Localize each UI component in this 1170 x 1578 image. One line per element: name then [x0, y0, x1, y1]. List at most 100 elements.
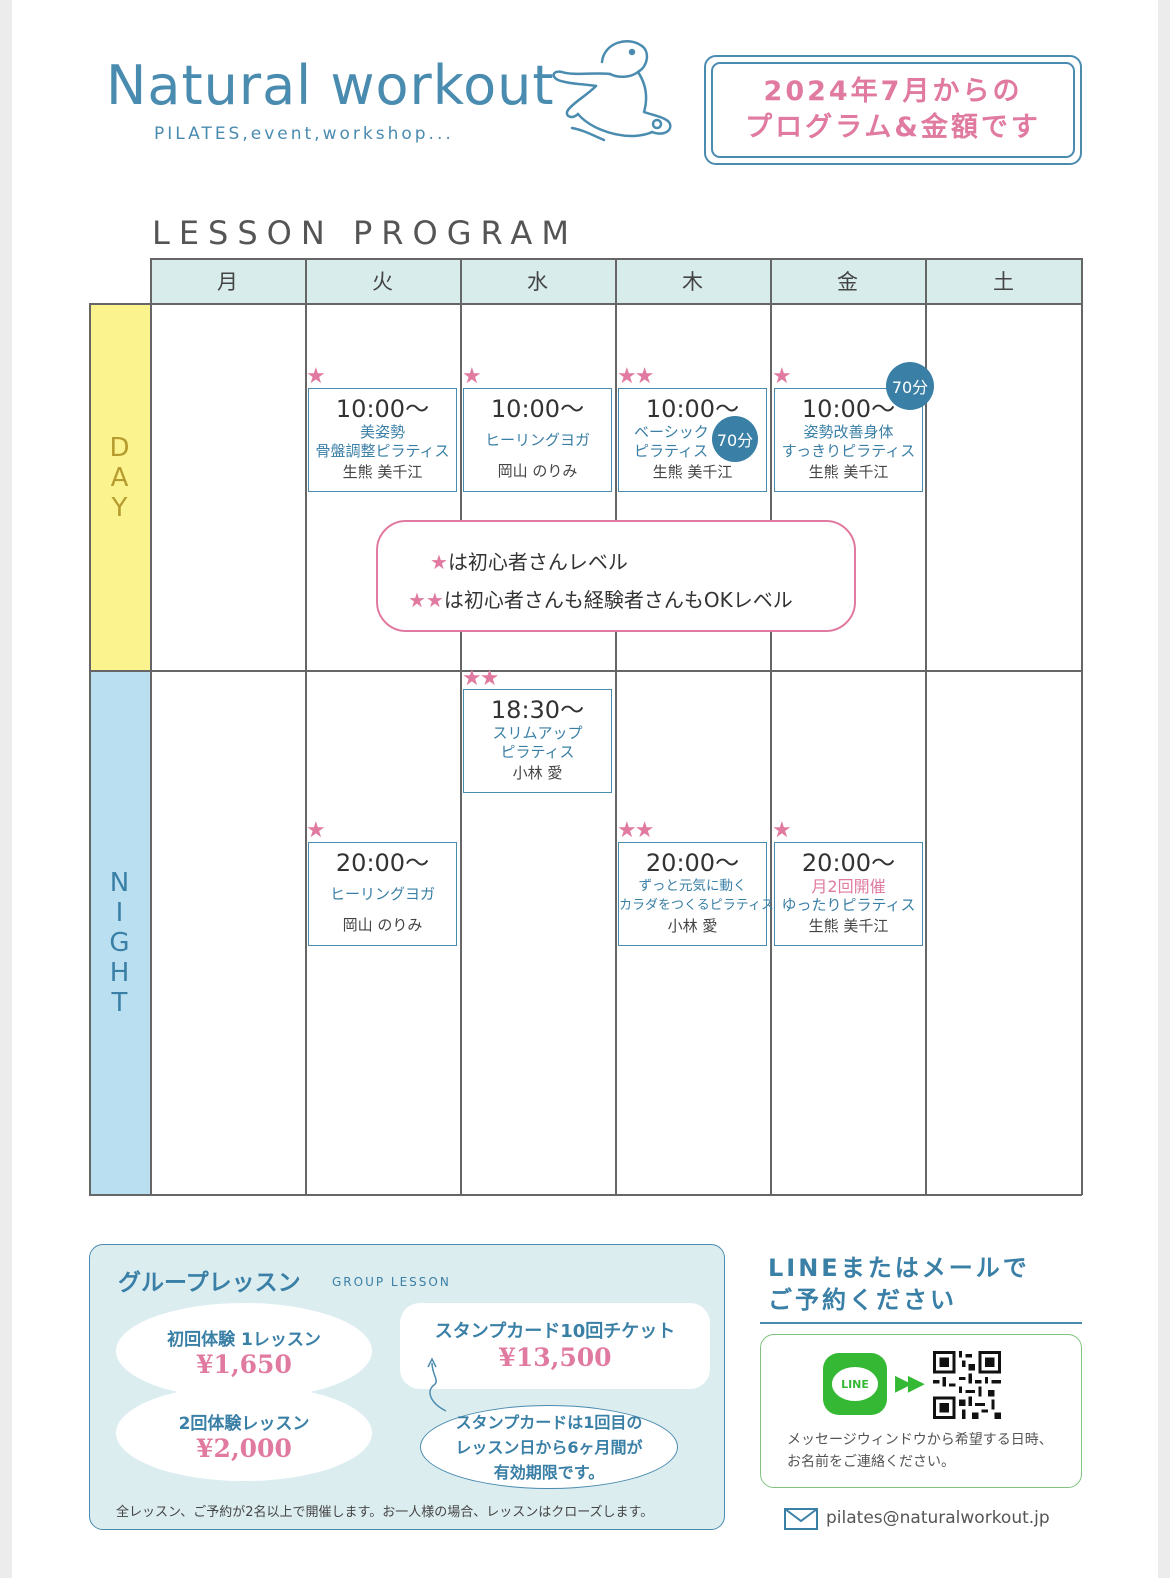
- lesson-teacher: 生熊 美千江: [808, 463, 889, 481]
- email-link[interactable]: pilates@naturalworkout.jp: [826, 1508, 1050, 1528]
- lesson-name: ピラティス: [500, 743, 575, 761]
- trial2-oval: 2回体験レッスン ¥2,000: [116, 1385, 372, 1481]
- lesson-teacher: 小林 愛: [512, 764, 563, 782]
- lesson-teacher: 岡山 のりみ: [342, 916, 423, 934]
- star-legend: ★は初心者さんレベル ★★は初心者さんも経験者さんもOKレベル: [376, 520, 856, 632]
- stars-tue-day: ★: [306, 364, 326, 389]
- line-logo-icon[interactable]: LINE: [823, 1353, 887, 1415]
- lesson-teacher: 岡山 のりみ: [497, 462, 578, 480]
- double-arrow-icon: ▶▶: [895, 1371, 925, 1396]
- lesson-time: 10:00〜: [490, 395, 585, 423]
- contact-title-line-1: LINEまたはメールで: [768, 1254, 1030, 1282]
- brand-tagline: PILATES,event,workshop...: [154, 124, 454, 144]
- lesson-card-wed-day: 10:00〜 ヒーリングヨガ 岡山 のりみ: [463, 388, 612, 492]
- lesson-name: 美姿勢: [359, 423, 405, 441]
- lesson-time: 10:00〜: [335, 395, 430, 423]
- lesson-time: 20:00〜: [645, 849, 740, 877]
- lesson-teacher: 生熊 美千江: [652, 463, 733, 481]
- expiry-note-line-2: レッスン日から6ヶ月間が: [455, 1438, 643, 1457]
- lesson-name: スリムアップ: [492, 724, 583, 742]
- contact-title: LINEまたはメールで ご予約ください: [768, 1252, 1030, 1316]
- trial2-label: 2回体験レッスン: [178, 1414, 310, 1434]
- pointer-arrow-icon: [427, 1357, 447, 1412]
- legend-star-2: ★★: [408, 588, 444, 612]
- group-lesson-box: グループレッスン GROUP LESSON 初回体験 1レッスン ¥1,650 …: [89, 1244, 725, 1530]
- legend-text-2: は初心者さんも経験者さんもOKレベル: [443, 588, 793, 612]
- duration-badge-fri: 70分: [886, 362, 934, 410]
- lesson-name: カラダをつくるピラティス: [619, 898, 774, 913]
- notice-box: 2024年7月からの プログラム&金額です: [704, 55, 1082, 165]
- lesson-time: 20:00〜: [335, 849, 430, 877]
- mail-icon: [784, 1508, 818, 1530]
- stars-tue-night: ★: [306, 818, 326, 843]
- expiry-note-line-1: スタンプカードは1回目の: [455, 1413, 643, 1432]
- expiry-note-line-3: 有効期限です。: [493, 1463, 605, 1482]
- lesson-name: ヒーリングヨガ: [329, 885, 435, 903]
- lesson-name: ずっと元気に動く: [638, 878, 747, 894]
- day-header-mon: 月: [150, 259, 305, 303]
- trial1-price: ¥1,650: [196, 1350, 292, 1379]
- lesson-card-fri-day: 10:00〜 姿勢改善身体 すっきりピラティス 生熊 美千江: [774, 388, 923, 492]
- trial1-oval: 初回体験 1レッスン ¥1,650: [116, 1303, 372, 1399]
- stars-thu-day: ★★: [617, 364, 654, 389]
- trial1-label: 初回体験 1レッスン: [167, 1330, 321, 1350]
- contact-title-line-2: ご予約ください: [768, 1286, 957, 1314]
- contact-instructions: メッセージウィンドウから希望する日時、 お名前をご連絡ください。: [787, 1429, 1053, 1473]
- lesson-teacher: 小林 愛: [667, 917, 718, 935]
- stamp-card-box: スタンプカード10回チケット ¥13,500: [400, 1303, 710, 1389]
- trial2-price: ¥2,000: [196, 1434, 292, 1463]
- contact-divider: [760, 1322, 1082, 1324]
- lesson-teacher: 生熊 美千江: [342, 463, 423, 481]
- stamp-expiry-note: スタンプカードは1回目の レッスン日から6ヶ月間が 有効期限です。: [420, 1405, 678, 1489]
- lesson-card-fri-night: 20:00〜 月2回開催 ゆったりピラティス 生熊 美千江: [774, 842, 923, 946]
- stars-wed-night: ★★: [462, 666, 499, 691]
- lesson-name: ヒーリングヨガ: [484, 431, 590, 449]
- lesson-name: 骨盤調整ピラティス: [315, 442, 450, 460]
- lesson-card-thu-night: 20:00〜 ずっと元気に動く カラダをつくるピラティス 小林 愛: [618, 842, 774, 946]
- lesson-card-tue-day: 10:00〜 美姿勢 骨盤調整ピラティス 生熊 美千江: [308, 388, 457, 492]
- stars-fri-night: ★: [772, 818, 792, 843]
- section-title: LESSON PROGRAM: [152, 214, 578, 252]
- stars-wed-day: ★: [462, 364, 482, 389]
- stamp-card-price: ¥13,500: [498, 1343, 612, 1372]
- qr-code-icon[interactable]: [933, 1351, 1001, 1419]
- contact-instructions-line-1: メッセージウィンドウから希望する日時、: [787, 1432, 1053, 1448]
- bear-logo-icon: [552, 40, 672, 142]
- lesson-card-tue-night: 20:00〜 ヒーリングヨガ 岡山 のりみ: [308, 842, 457, 946]
- lesson-teacher: 生熊 美千江: [808, 917, 889, 935]
- stars-thu-night: ★★: [617, 818, 654, 843]
- lesson-time: 10:00〜: [801, 395, 896, 423]
- group-lesson-title: グループレッスン: [118, 1270, 301, 1296]
- contact-instructions-line-2: お名前をご連絡ください。: [787, 1454, 955, 1470]
- day-header-sat: 土: [925, 259, 1082, 303]
- day-header-thu: 木: [615, 259, 770, 303]
- lesson-name: ベーシック: [634, 423, 709, 441]
- day-header-tue: 火: [305, 259, 460, 303]
- duration-badge-thu: 70分: [712, 416, 758, 462]
- day-header-fri: 金: [770, 259, 925, 303]
- notice-line-2: プログラム&金額です: [745, 112, 1041, 143]
- lesson-time: 18:30〜: [490, 696, 585, 724]
- lesson-note-biweekly: 月2回開催: [811, 877, 886, 896]
- lesson-name: ピラティス: [634, 442, 709, 460]
- lesson-name: 姿勢改善身体: [803, 423, 894, 441]
- day-header-wed: 水: [460, 259, 615, 303]
- legend-text-1: は初心者さんレベル: [447, 550, 628, 574]
- notice-line-1: 2024年7月からの: [763, 76, 1023, 107]
- lesson-card-wed-night: 18:30〜 スリムアップ ピラティス 小林 愛: [463, 689, 612, 793]
- brand-title: Natural workout: [106, 54, 555, 117]
- flyer-page: Natural workout PILATES,event,workshop..…: [12, 0, 1158, 1578]
- line-contact-box: LINE ▶▶ メッセージウィンドウから希望する日時、 お名前をご連絡ください。: [760, 1334, 1082, 1488]
- group-lesson-footer: 全レッスン、ご予約が2名以上で開催します。お一人様の場合、レッスンはクローズしま…: [116, 1505, 654, 1520]
- group-lesson-subtitle: GROUP LESSON: [332, 1275, 451, 1289]
- stars-fri-day: ★: [772, 364, 792, 389]
- lesson-name: すっきりピラティス: [781, 442, 916, 460]
- lesson-time: 20:00〜: [801, 849, 896, 877]
- lesson-name: ゆったりピラティス: [781, 896, 916, 914]
- stamp-card-label: スタンプカード10回チケット: [434, 1321, 676, 1342]
- legend-star-1: ★: [430, 550, 448, 574]
